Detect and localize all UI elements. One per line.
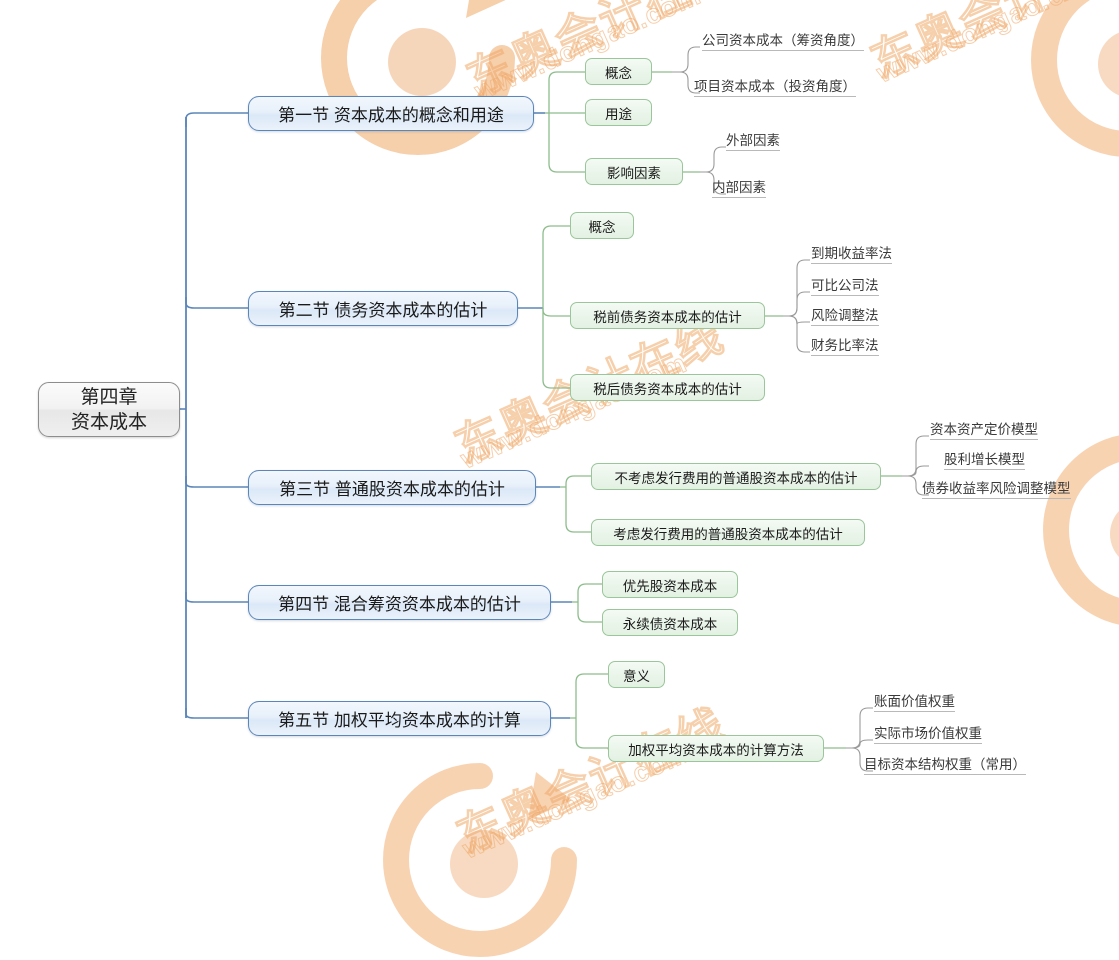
topic-node-5-2[interactable]: 加权平均资本成本的计算方法 xyxy=(608,735,824,762)
section-node-5-label: 第五节 加权平均资本成本的计算 xyxy=(278,711,521,730)
section-node-1[interactable]: 第一节 资本成本的概念和用途 xyxy=(248,96,534,131)
topic-node-2-1[interactable]: 概念 xyxy=(570,212,634,239)
topic-node-3-1[interactable]: 不考虑发行费用的普通股资本成本的估计 xyxy=(591,463,881,490)
topic-node-1-2[interactable]: 用途 xyxy=(585,99,652,126)
link-trunk-to-section-4 xyxy=(185,592,248,603)
topic-node-2-2-label: 税前债务资本成本的估计 xyxy=(593,309,742,325)
link-leaf-fan xyxy=(700,146,726,173)
link-s1-to-c3 xyxy=(548,113,585,173)
section-node-1-label: 第一节 资本成本的概念和用途 xyxy=(278,106,504,125)
link-leaf-fan xyxy=(902,435,929,477)
topic-node-1-1-label: 概念 xyxy=(605,65,632,81)
link-s4-to-c2 xyxy=(577,602,602,623)
topic-node-4-1-label: 优先股资本成本 xyxy=(622,578,718,594)
leaf-node-3-1-3[interactable]: 债券收益率风险调整模型 xyxy=(922,481,1071,499)
link-s2-to-c1 xyxy=(542,225,570,308)
leaf-node-1-3-2[interactable]: 内部因素 xyxy=(712,180,766,198)
topic-node-1-3-label: 影响因素 xyxy=(607,165,661,181)
leaf-node-2-2-2[interactable]: 可比公司法 xyxy=(811,278,879,296)
topic-node-1-2-label: 用途 xyxy=(605,106,632,122)
link-s5-to-c2 xyxy=(575,718,608,749)
link-trunk-to-section-1 xyxy=(185,112,248,127)
link-leaf-fan xyxy=(846,707,873,749)
leaf-node-2-2-4-label: 财务比率法 xyxy=(811,338,879,353)
topic-node-1-3[interactable]: 影响因素 xyxy=(585,158,683,185)
section-node-4[interactable]: 第四节 混合筹资资本成本的估计 xyxy=(248,585,551,620)
topic-node-4-1[interactable]: 优先股资本成本 xyxy=(602,571,738,598)
link-s3-to-c1 xyxy=(565,475,591,487)
leaf-node-1-3-1[interactable]: 外部因素 xyxy=(726,133,780,151)
link-leaf-fan xyxy=(672,46,700,73)
link-s2-to-c3 xyxy=(542,308,570,389)
link-trunk-to-section-2 xyxy=(185,297,248,309)
leaf-node-3-1-1[interactable]: 资本资产定价模型 xyxy=(930,422,1038,440)
link-leaf-fan xyxy=(846,747,873,772)
topic-node-5-2-label: 加权平均资本成本的计算方法 xyxy=(628,742,804,758)
leaf-node-5-2-1-label: 账面价值权重 xyxy=(874,694,955,709)
link-s2-to-c2 xyxy=(542,308,570,317)
topic-node-2-1-label: 概念 xyxy=(588,219,616,235)
leaf-node-2-2-1[interactable]: 到期收益率法 xyxy=(811,246,892,264)
link-trunk-to-section-5 xyxy=(185,708,248,719)
mindmap-canvas: 东奥会计在线 www.dongao.com 东奥会计在线 www.dongao.… xyxy=(38,0,1119,957)
section-node-5[interactable]: 第五节 加权平均资本成本的计算 xyxy=(248,701,551,736)
root-node-line2: 资本成本 xyxy=(70,411,147,433)
leaf-node-1-1-1-label: 公司资本成本（筹资角度） xyxy=(702,33,864,48)
section-node-2-label: 第二节 债务资本成本的估计 xyxy=(278,301,488,320)
section-node-4-label: 第四节 混合筹资资本成本的估计 xyxy=(278,595,521,614)
leaf-node-2-2-3-label: 风险调整法 xyxy=(811,308,879,323)
section-node-3-label: 第三节 普通股资本成本的估计 xyxy=(279,480,505,499)
leaf-node-3-1-2[interactable]: 股利增长模型 xyxy=(944,452,1025,470)
topic-node-2-3-label: 税后债务资本成本的估计 xyxy=(593,381,742,397)
leaf-node-5-2-3[interactable]: 目标资本结构权重（常用） xyxy=(864,757,1026,775)
link-s5-to-c1 xyxy=(575,673,608,718)
leaf-node-1-1-2[interactable]: 项目资本成本（投资角度） xyxy=(694,79,856,97)
topic-node-3-2-label: 考虑发行费用的普通股资本成本的估计 xyxy=(613,526,843,542)
root-node-line1: 第四章 xyxy=(80,386,138,408)
link-leaf-fan xyxy=(700,171,726,195)
link-leaf-fan xyxy=(902,475,929,496)
leaf-node-3-1-2-label: 股利增长模型 xyxy=(944,452,1025,467)
leaf-node-2-2-2-label: 可比公司法 xyxy=(811,278,879,293)
link-trunk-to-section-3 xyxy=(185,476,248,488)
leaf-node-5-2-2-label: 实际市场价值权重 xyxy=(874,726,982,741)
leaf-node-1-1-1[interactable]: 公司资本成本（筹资角度） xyxy=(702,33,864,51)
topic-node-1-1[interactable]: 概念 xyxy=(585,58,652,85)
topic-node-2-2[interactable]: 税前债务资本成本的估计 xyxy=(570,302,765,329)
link-s3-to-c2 xyxy=(565,487,591,533)
leaf-node-2-2-1-label: 到期收益率法 xyxy=(811,246,892,261)
leaf-node-5-2-2[interactable]: 实际市场价值权重 xyxy=(874,726,982,744)
leaf-node-1-3-1-label: 外部因素 xyxy=(726,133,780,148)
topic-node-4-2-label: 永续债资本成本 xyxy=(622,616,718,632)
link-leaf-fan xyxy=(783,291,810,317)
section-node-3[interactable]: 第三节 普通股资本成本的估计 xyxy=(248,470,536,505)
topic-node-3-1-label: 不考虑发行费用的普通股资本成本的估计 xyxy=(614,470,858,486)
leaf-node-2-2-3[interactable]: 风险调整法 xyxy=(811,308,879,326)
leaf-node-2-2-4[interactable]: 财务比率法 xyxy=(811,338,879,356)
leaf-node-5-2-3-label: 目标资本结构权重（常用） xyxy=(864,757,1026,772)
link-s1-to-c1 xyxy=(548,71,585,113)
topic-node-2-3[interactable]: 税后债务资本成本的估计 xyxy=(570,374,765,401)
section-node-2[interactable]: 第二节 债务资本成本的估计 xyxy=(248,291,518,326)
connector-layer xyxy=(180,46,929,772)
topic-node-5-1-label: 意义 xyxy=(623,668,650,684)
topic-node-4-2[interactable]: 永续债资本成本 xyxy=(602,609,738,636)
topic-node-5-1[interactable]: 意义 xyxy=(608,661,665,688)
topic-node-3-2[interactable]: 考虑发行费用的普通股资本成本的估计 xyxy=(591,519,865,546)
leaf-node-3-1-1-label: 资本资产定价模型 xyxy=(930,422,1038,437)
leaf-node-1-3-2-label: 内部因素 xyxy=(712,180,766,195)
leaf-node-5-2-1[interactable]: 账面价值权重 xyxy=(874,694,955,712)
link-leaf-fan xyxy=(672,71,700,94)
link-leaf-fan xyxy=(783,315,810,353)
leaf-node-3-1-3-label: 债券收益率风险调整模型 xyxy=(922,481,1071,496)
root-node[interactable]: 第四章 资本成本 xyxy=(38,382,180,437)
link-s4-to-c1 xyxy=(577,583,602,602)
leaf-node-1-1-2-label: 项目资本成本（投资角度） xyxy=(694,79,856,94)
